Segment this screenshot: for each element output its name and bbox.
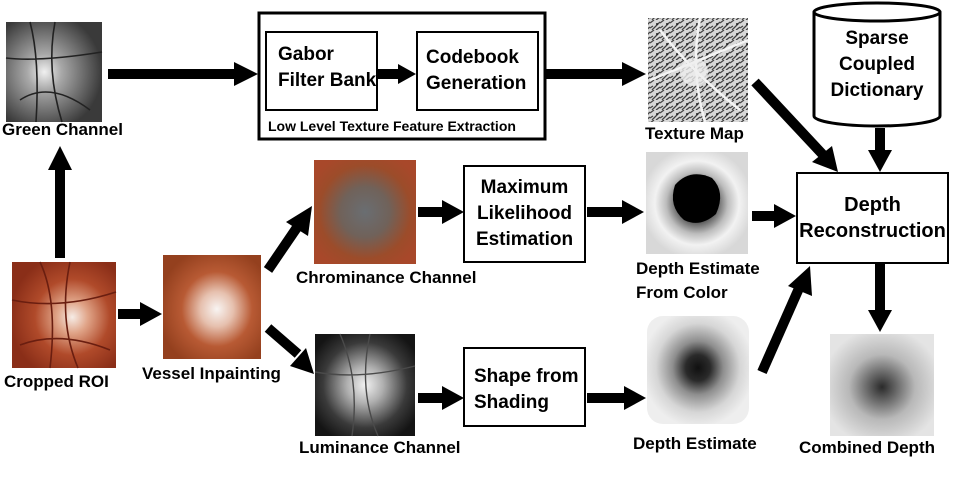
- depth-color-label-line1: Depth Estimate: [636, 259, 760, 278]
- combined-depth-image: [830, 334, 934, 436]
- sparse-coupled-dictionary-cylinder: [812, 1, 942, 128]
- arrows: [48, 62, 892, 410]
- texture-group-caption: Low Level Texture Feature Extraction: [268, 118, 516, 134]
- depth-from-shading-image: [647, 316, 749, 424]
- arrow-sfs-to-depthshading: [587, 386, 646, 410]
- arrow-recon-to-combined: [868, 264, 892, 332]
- shape-from-shading-text: Shape from Shading: [474, 366, 579, 413]
- depth-reconstruction-box: [796, 172, 949, 264]
- arrow-roi-to-inpaint: [118, 302, 162, 326]
- cropped-roi-label: Cropped ROI: [4, 372, 109, 391]
- green-channel-label: Green Channel: [2, 120, 123, 139]
- depth-shading-label: Depth Estimate: [633, 434, 757, 453]
- codebook-generation-text: Codebook Generation: [426, 47, 527, 94]
- chrominance-image: [314, 160, 416, 264]
- depth-color-label-line2: From Color: [636, 283, 728, 302]
- arrow-chroma-to-mle: [418, 200, 464, 224]
- arrow-group-to-texture: [546, 62, 646, 86]
- mle-box: [463, 165, 586, 263]
- depth-from-color-image: [646, 152, 748, 254]
- arrow-dictionary-to-recon: [868, 128, 892, 172]
- arrow-mle-to-depthcolor: [587, 200, 644, 224]
- vessel-inpainting-image: [163, 255, 261, 359]
- gabor-filter-bank-box: [265, 31, 378, 111]
- texture-map-label: Texture Map: [645, 124, 744, 143]
- arrow-depthcolor-to-recon: [752, 204, 796, 228]
- cropped-roi-image: [11, 261, 117, 369]
- luminance-image: [314, 333, 416, 437]
- arrow-depthshading-to-recon: [757, 266, 812, 375]
- codebook-generation-box: [416, 31, 539, 111]
- arrow-green-to-gabor: [108, 62, 258, 86]
- arrow-inpaint-to-lum: [264, 324, 314, 374]
- arrow-roi-to-green: [48, 146, 72, 258]
- green-channel-image: [5, 21, 103, 123]
- texture-map-image: [648, 17, 749, 123]
- arrow-texture-to-recon: [751, 78, 838, 172]
- depth-reconstruction-text: Depth Reconstruction: [799, 194, 946, 242]
- arrow-lum-to-sfs: [418, 386, 464, 410]
- chrominance-label: Chrominance Channel: [296, 268, 477, 287]
- shape-from-shading-box: [463, 347, 586, 427]
- mle-text: Maximum Likelihood Estimation: [475, 177, 574, 250]
- dictionary-text: Sparse Coupled Dictionary: [830, 28, 924, 101]
- arrow-inpaint-to-chroma: [263, 206, 312, 273]
- arrow-gabor-to-codebook: [378, 64, 416, 84]
- combined-depth-label: Combined Depth: [799, 438, 935, 457]
- gabor-filter-bank-text: Gabor Filter Bank: [278, 44, 377, 91]
- texture-extraction-group-box: [257, 11, 547, 141]
- vessel-inpainting-label: Vessel Inpainting: [142, 364, 281, 383]
- luminance-label: Luminance Channel: [299, 438, 461, 457]
